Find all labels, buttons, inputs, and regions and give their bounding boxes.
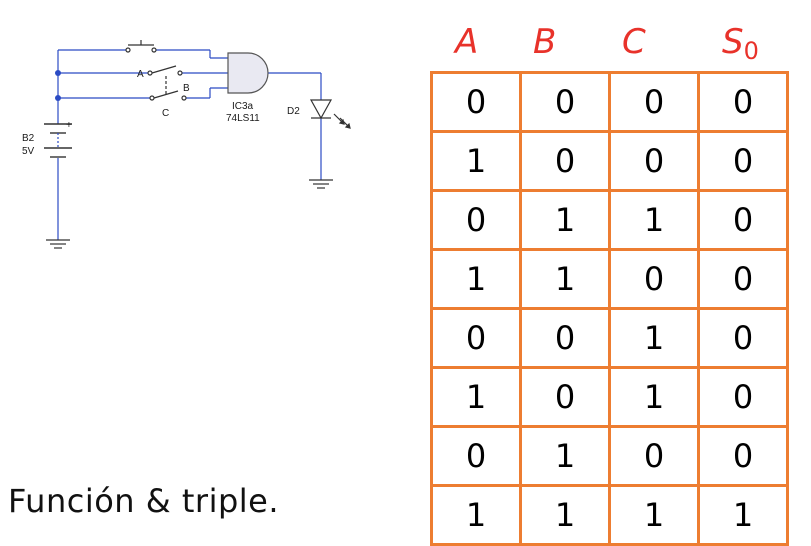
cell: 1 [519,189,611,251]
cell: 1 [697,484,789,546]
switch-b-label: B [183,83,190,94]
header-b: B [533,22,557,62]
cell: 1 [608,366,700,428]
cell: 0 [697,248,789,310]
cell: 0 [608,130,700,192]
battery-voltage-label: 5V [22,146,35,157]
cell: 1 [430,130,522,192]
cell: 0 [430,307,522,369]
cell: 1 [519,248,611,310]
cell: 1 [430,484,522,546]
table-row: 0 0 0 0 [430,71,789,133]
table-row: 1 0 0 0 [430,130,789,192]
cell: 0 [697,130,789,192]
header-c: C [622,22,646,62]
and-gate-icon [227,52,269,94]
cell: 0 [608,248,700,310]
cell: 0 [608,71,700,133]
table-row: 1 1 0 0 [430,248,789,310]
caption: Función & triple. [8,482,280,520]
battery-icon [44,123,72,158]
led-ref-label: D2 [287,106,300,117]
cell: 0 [519,366,611,428]
cell: 0 [519,130,611,192]
cell: 1 [519,484,611,546]
cell: 0 [697,189,789,251]
header-s-subscript: 0 [743,37,759,65]
cell: 0 [430,189,522,251]
gate-part-label: 74LS11 [226,113,260,124]
header-a: A [455,22,479,62]
cell: 0 [430,71,522,133]
gate-ref-label: IC3a [232,101,254,112]
table-row: 1 1 1 1 [430,484,789,546]
switch-c-label: C [162,108,169,119]
cell: 1 [608,189,700,251]
cell: 0 [697,71,789,133]
header-s-letter: S [722,22,744,62]
table-row: 0 1 0 0 [430,425,789,487]
battery-ref-label: B2 [22,133,35,144]
switch-a-label: A [137,69,144,80]
cell: 1 [430,248,522,310]
ground-icon [309,179,333,189]
cell: 0 [697,366,789,428]
battery-plus-label: + [66,120,72,131]
cell: 0 [697,425,789,487]
cell: 0 [697,307,789,369]
table-row: 0 0 1 0 [430,307,789,369]
truth-table: 0 0 0 0 1 0 0 0 0 1 1 0 1 1 0 0 0 0 1 0 … [430,71,789,546]
cell: 0 [519,71,611,133]
circuit-schematic: A B C IC3a 74LS11 D2 B2 5V + [22,40,351,249]
table-row: 0 1 1 0 [430,189,789,251]
cell: 1 [608,484,700,546]
cell: 1 [608,307,700,369]
table-row: 1 0 1 0 [430,366,789,428]
led-icon [309,99,351,129]
ground-icon [46,239,70,249]
header-s0: S0 [722,22,782,71]
cell: 1 [430,366,522,428]
cell: 1 [519,425,611,487]
cell: 0 [608,425,700,487]
cell: 0 [519,307,611,369]
cell: 0 [430,425,522,487]
